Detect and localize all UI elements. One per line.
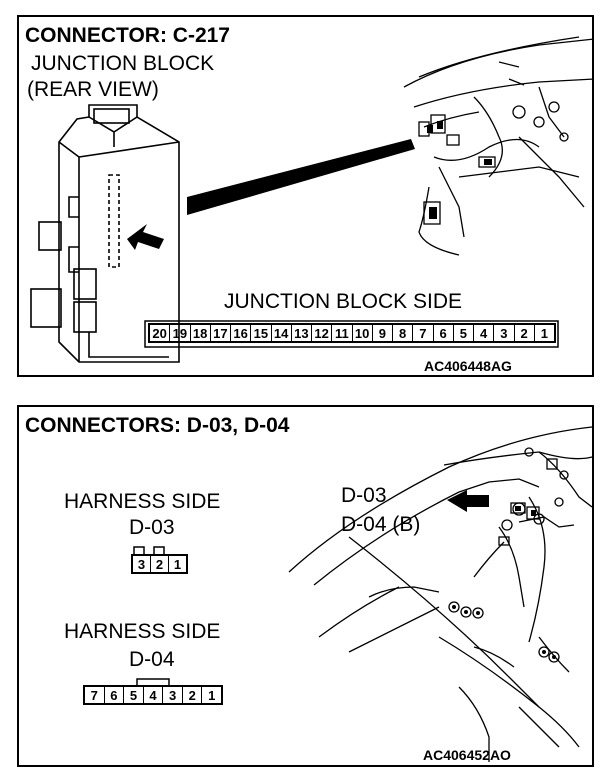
- callout-d03: D-03: [341, 484, 387, 507]
- pin-1: 1: [208, 687, 216, 703]
- harness-side-label-d04: HARNESS SIDE: [64, 620, 221, 643]
- harness-code-d03: D-03: [129, 516, 175, 539]
- connector-c217-panel: CONNECTOR: C-217 JUNCTION BLOCK (REAR VI…: [17, 15, 594, 377]
- pin-6: 6: [434, 325, 454, 341]
- pin-12: 12: [312, 325, 333, 341]
- harness-side-label-d03: HARNESS SIDE: [64, 490, 221, 513]
- vehicle-harness-illustration: [133, 426, 592, 762]
- pin-17: 17: [211, 325, 231, 341]
- pin-3: 3: [494, 325, 515, 341]
- pin-2: 2: [151, 556, 169, 572]
- harness-code-d04: D-04: [129, 648, 175, 671]
- pin-11: 11: [332, 325, 353, 341]
- pin-19: 19: [170, 325, 191, 341]
- panel-title: CONNECTORS: D-03, D-04: [25, 414, 290, 437]
- pin-4: 4: [144, 687, 164, 703]
- pin-14: 14: [272, 325, 292, 341]
- subtitle-line1: JUNCTION BLOCK: [31, 52, 215, 75]
- connectors-d03-d04-panel: CONNECTORS: D-03, D-04 HARNESS SIDE D-03…: [17, 405, 594, 767]
- pin-9: 9: [373, 325, 393, 341]
- pin-13: 13: [292, 325, 312, 341]
- pin-2: 2: [515, 325, 535, 341]
- pin-18: 18: [191, 325, 211, 341]
- pin-7: 7: [85, 687, 105, 703]
- pin-20: 20: [150, 325, 171, 341]
- figure-code: AC406448AG: [424, 358, 512, 374]
- pin-1: 1: [173, 556, 182, 572]
- pin-8: 8: [393, 325, 414, 341]
- pin-3: 3: [133, 556, 151, 572]
- pin-5: 5: [124, 687, 144, 703]
- subtitle-line2: (REAR VIEW): [27, 78, 159, 101]
- junction-block-illustration: [30, 36, 592, 363]
- pin-4: 4: [474, 325, 495, 341]
- pin-7: 7: [413, 325, 434, 341]
- figure-code: AC406452AO: [423, 747, 511, 763]
- pin-1: 1: [540, 325, 548, 341]
- pin-10: 10: [353, 325, 373, 341]
- callout-d04: D-04 (B): [341, 513, 421, 536]
- pin-15: 15: [251, 325, 272, 341]
- pin-2: 2: [183, 687, 203, 703]
- pin-6: 6: [105, 687, 125, 703]
- pin-16: 16: [231, 325, 252, 341]
- junction-block-side-label: JUNCTION BLOCK SIDE: [224, 290, 463, 313]
- pin-3: 3: [163, 687, 183, 703]
- pin-5: 5: [454, 325, 474, 341]
- panel-title: CONNECTOR: C-217: [25, 24, 230, 47]
